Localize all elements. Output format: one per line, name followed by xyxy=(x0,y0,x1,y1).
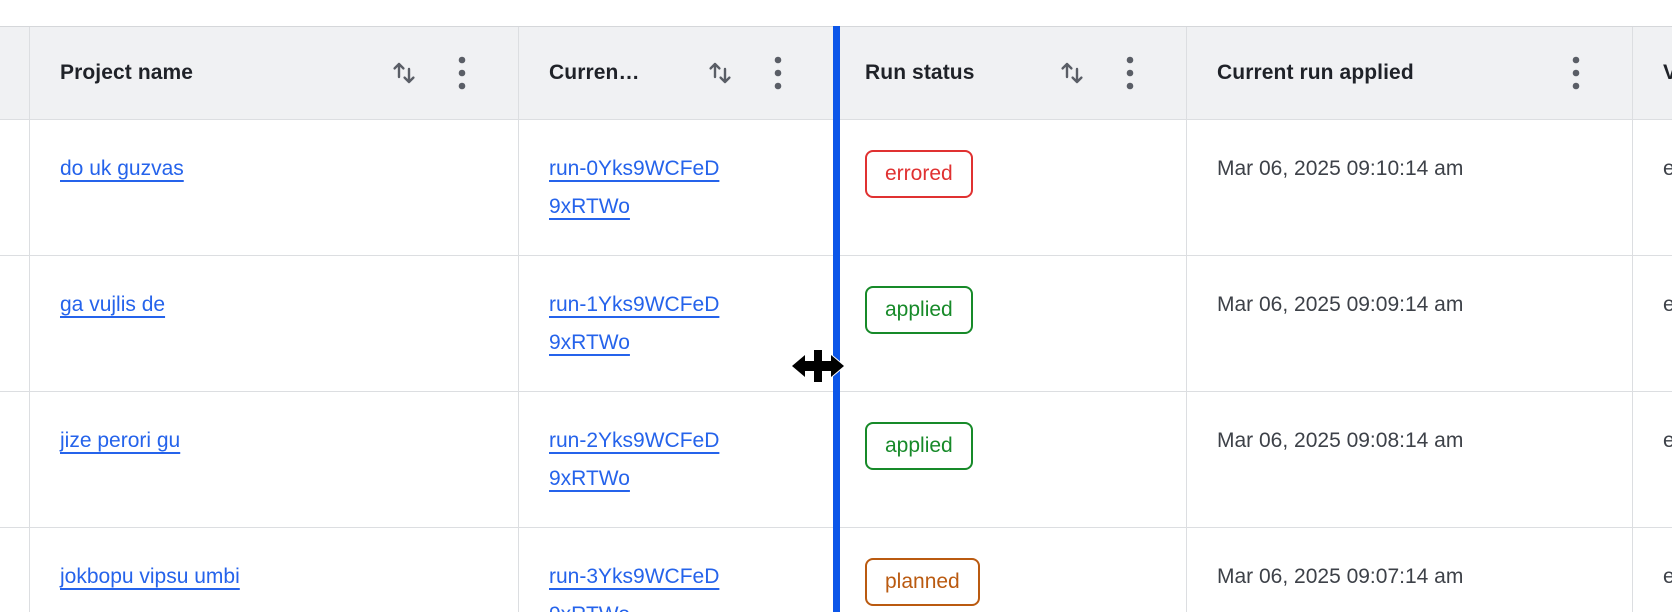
run-status-cell: applied xyxy=(834,256,1186,391)
run-link[interactable]: run-3Yks9WCFeD9xRTWo xyxy=(549,565,720,612)
truncated-cell: e xyxy=(1632,392,1672,527)
column-menu-button-current-run-applied[interactable] xyxy=(1572,56,1580,90)
column-header-current-run: Curren… xyxy=(518,27,834,119)
project-link[interactable]: do uk guzvas xyxy=(60,157,184,180)
current-run-applied-cell: Mar 06, 2025 09:09:14 am xyxy=(1186,256,1632,391)
run-status-cell: errored xyxy=(834,120,1186,255)
column-header-current-run-applied: Current run applied xyxy=(1186,27,1632,119)
column-menu-button-run-status[interactable] xyxy=(1126,56,1134,90)
column-header-run-status: Run status xyxy=(834,27,1186,119)
run-status-badge: applied xyxy=(865,422,973,470)
column-header-truncated: V xyxy=(1632,27,1672,119)
truncated-cell: e xyxy=(1632,528,1672,612)
project-name-cell: ga vujlis de xyxy=(29,256,518,391)
project-name-cell: do uk guzvas xyxy=(29,120,518,255)
column-header-controls xyxy=(1572,56,1580,90)
project-name-cell: jokbopu vipsu umbi xyxy=(29,528,518,612)
swap-vertical-icon xyxy=(393,62,415,84)
kebab-menu-icon xyxy=(458,56,466,90)
current-run-applied-cell: Mar 06, 2025 09:10:14 am xyxy=(1186,120,1632,255)
column-menu-button-project-name[interactable] xyxy=(458,56,466,90)
run-status-badge: errored xyxy=(865,150,973,198)
column-header-label: V xyxy=(1663,61,1672,84)
kebab-menu-icon xyxy=(1572,56,1580,90)
current-run-applied-cell: Mar 06, 2025 09:07:14 am xyxy=(1186,528,1632,612)
run-status-badge: applied xyxy=(865,286,973,334)
project-link[interactable]: ga vujlis de xyxy=(60,293,166,316)
kebab-menu-icon xyxy=(774,56,782,90)
column-header-label: Run status xyxy=(865,61,975,84)
run-status-badge: planned xyxy=(865,558,980,606)
column-header-controls xyxy=(706,56,782,90)
sort-button-run-status[interactable] xyxy=(1058,59,1086,87)
project-name-cell: jize perori gu xyxy=(29,392,518,527)
current-run-cell: run-3Yks9WCFeD9xRTWo xyxy=(518,528,834,612)
column-header-label: Project name xyxy=(60,61,194,84)
column-header-controls xyxy=(1058,56,1134,90)
sort-button-current-run[interactable] xyxy=(706,59,734,87)
swap-vertical-icon xyxy=(709,62,731,84)
project-link[interactable]: jize perori gu xyxy=(60,429,181,452)
column-header-project-name: Project name xyxy=(29,27,518,119)
column-resize-indicator-line[interactable] xyxy=(833,26,840,612)
swap-vertical-icon xyxy=(1061,62,1083,84)
sort-button-project-name[interactable] xyxy=(390,59,418,87)
project-link[interactable]: jokbopu vipsu umbi xyxy=(60,565,240,588)
column-header-label: Current run applied xyxy=(1217,61,1414,84)
column-menu-button-current-run[interactable] xyxy=(774,56,782,90)
current-run-applied-cell: Mar 06, 2025 09:08:14 am xyxy=(1186,392,1632,527)
column-header-label: Curren… xyxy=(549,61,640,84)
column-header-controls xyxy=(390,56,466,90)
run-status-cell: planned xyxy=(834,528,1186,612)
truncated-cell: e xyxy=(1632,120,1672,255)
truncated-cell: e xyxy=(1632,256,1672,391)
kebab-menu-icon xyxy=(1126,56,1134,90)
run-status-cell: applied xyxy=(834,392,1186,527)
